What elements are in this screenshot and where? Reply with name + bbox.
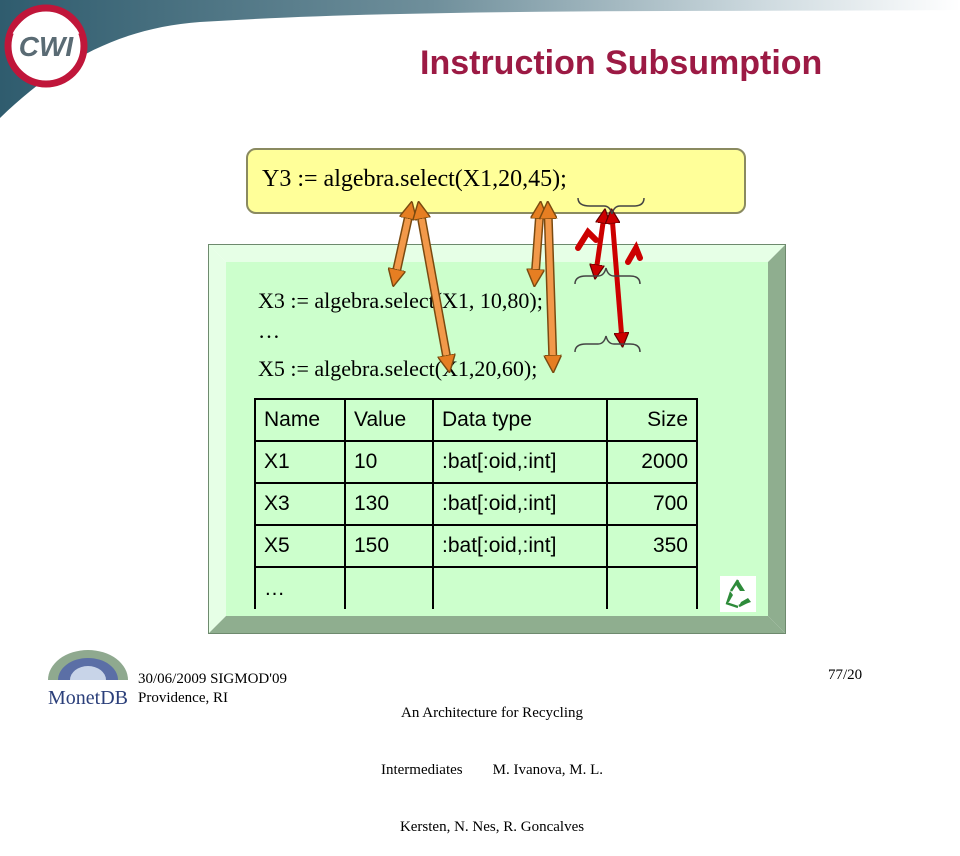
code-line-x5: X5 := algebra.select(X1,20,60); [258, 356, 538, 381]
cwi-logo: CWI [4, 4, 88, 88]
variables-table: Name Value Data type Size X1 10 :bat[:oi… [254, 398, 698, 609]
cell-name: X1 [254, 440, 346, 484]
cell-name: X5 [254, 524, 346, 568]
table-header-row: Name Value Data type Size [254, 398, 698, 442]
header-size: Size [606, 398, 698, 442]
cell-size: 700 [606, 482, 698, 526]
query-code: Y3 := algebra.select(X1,20,45); [262, 166, 567, 192]
cell-size [606, 566, 698, 609]
table-row: … [254, 566, 698, 609]
cell-size: 350 [606, 524, 698, 568]
header-data-type: Data type [432, 398, 608, 442]
table-row: X5 150 :bat[:oid,:int] 350 [254, 524, 698, 568]
code-ellipsis: … [258, 318, 280, 343]
cell-value: 150 [344, 524, 434, 568]
footer-date-line: 30/06/2009 SIGMOD'09 [138, 671, 287, 687]
page-number: 77/20 [828, 667, 863, 683]
header-banner [0, 0, 960, 118]
footer-paper-line1: An Architecture for Recycling [400, 705, 583, 721]
monetdb-logo: MonetDB [48, 650, 128, 708]
table-row: X1 10 :bat[:oid,:int] 2000 [254, 440, 698, 484]
footer-paper-line3: Kersten, N. Nes, R. Goncalves [399, 819, 585, 835]
cell-name: X3 [254, 482, 346, 526]
footer-paper-line2: Intermediates M. Ivanova, M. L. [380, 762, 604, 778]
header-value: Value [344, 398, 434, 442]
cell-type: :bat[:oid,:int] [432, 482, 608, 526]
code-line-x3: X3 := algebra.select(X1, 10,80); [258, 288, 543, 313]
cell-type: :bat[:oid,:int] [432, 524, 608, 568]
cell-type: :bat[:oid,:int] [432, 440, 608, 484]
monetdb-logo-text: MonetDB [48, 687, 128, 708]
cell-name: … [254, 566, 346, 609]
query-box: Y3 := algebra.select(X1,20,45); [246, 148, 746, 214]
cell-value: 130 [344, 482, 434, 526]
cwi-logo-text: CWI [19, 31, 75, 62]
slide-title: Instruction Subsumption [420, 44, 823, 82]
footer-date: 30/06/2009 SIGMOD'09 Providence, RI [138, 670, 287, 708]
cell-value [344, 566, 434, 609]
footer-paper: An Architecture for Recycling Intermedia… [342, 666, 642, 856]
header-name: Name [254, 398, 346, 442]
cell-value: 10 [344, 440, 434, 484]
footer-place-line: Providence, RI [138, 690, 228, 706]
cell-type [432, 566, 608, 609]
table-row: X3 130 :bat[:oid,:int] 700 [254, 482, 698, 526]
recycle-icon [720, 576, 756, 612]
cell-size: 2000 [606, 440, 698, 484]
